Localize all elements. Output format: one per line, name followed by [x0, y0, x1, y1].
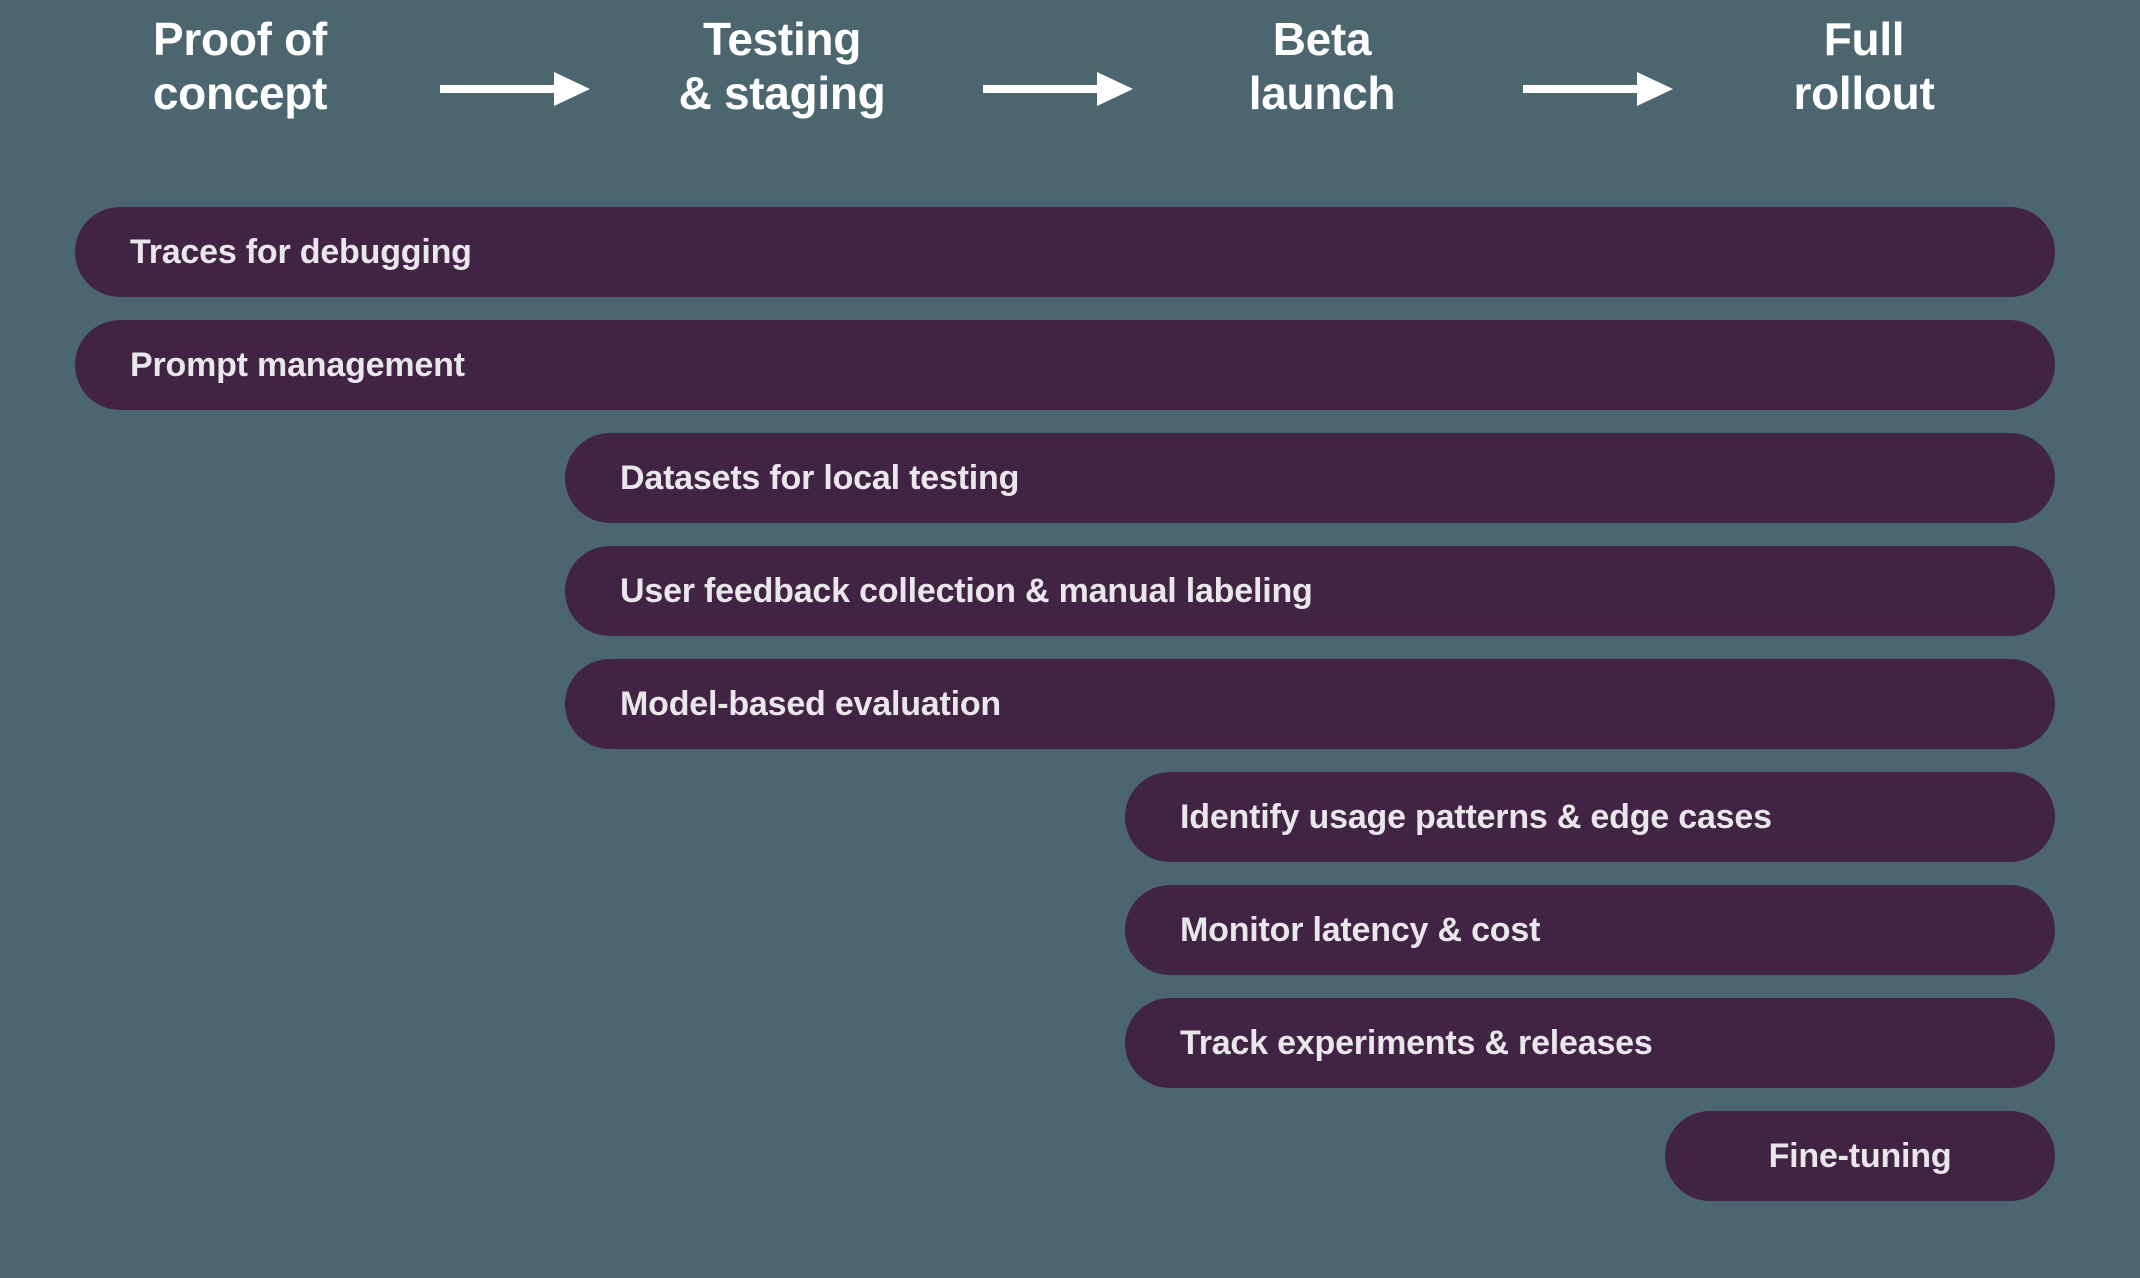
phase-label-line-2: concept [152, 67, 328, 120]
bar-fine-tuning[interactable]: Fine-tuning [1665, 1111, 2055, 1201]
phase-label-line-1: Beta [1272, 13, 1372, 65]
capability-label: Model-based evaluation [620, 685, 1002, 723]
phase-label-line-1: Proof of [153, 13, 327, 65]
capability-label: Prompt management [130, 346, 465, 384]
phase-testing-and-staging: Testing& staging [632, 12, 932, 121]
phase-label-line-2: launch [1248, 67, 1396, 120]
bar-model-based-evaluation[interactable]: Model-based evaluation [565, 659, 2055, 749]
arrow-head-icon [554, 72, 590, 106]
arrow-shaft [1523, 85, 1641, 93]
capability-label: Datasets for local testing [620, 459, 1020, 497]
capability-label: Identify usage patterns & edge cases [1180, 798, 1772, 836]
arrow-poc-to-testing [440, 72, 590, 106]
capability-label: Track experiments & releases [1180, 1024, 1653, 1062]
bar-track-experiments-and-releases[interactable]: Track experiments & releases [1125, 998, 2055, 1088]
bar-traces-for-debugging[interactable]: Traces for debugging [75, 207, 2055, 297]
bar-identify-usage-patterns-and-edge-cases[interactable]: Identify usage patterns & edge cases [1125, 772, 2055, 862]
bar-user-feedback-collection-and-manual-labeling[interactable]: User feedback collection & manual labeli… [565, 546, 2055, 636]
arrow-testing-to-beta [983, 72, 1133, 106]
arrow-beta-to-rollout [1523, 72, 1673, 106]
bar-prompt-management[interactable]: Prompt management [75, 320, 2055, 410]
capability-label: User feedback collection & manual labeli… [620, 572, 1313, 610]
phase-label-line-2: & staging [678, 67, 886, 120]
arrow-head-icon [1637, 72, 1673, 106]
capability-label: Fine-tuning [1768, 1137, 1952, 1175]
arrow-head-icon [1097, 72, 1133, 106]
arrow-shaft [983, 85, 1101, 93]
capability-label: Traces for debugging [130, 233, 472, 271]
bar-monitor-latency-and-cost[interactable]: Monitor latency & cost [1125, 885, 2055, 975]
phase-label-line-2: rollout [1793, 67, 1935, 120]
arrow-shaft [440, 85, 558, 93]
bar-datasets-for-local-testing[interactable]: Datasets for local testing [565, 433, 2055, 523]
phase-label-line-1: Full [1823, 13, 1905, 65]
capability-label: Monitor latency & cost [1180, 911, 1541, 949]
phase-label-line-1: Testing [702, 13, 862, 65]
